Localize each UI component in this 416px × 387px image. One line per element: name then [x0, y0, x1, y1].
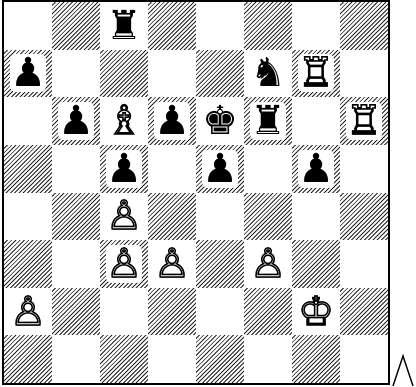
white-pawn-icon[interactable]: ♙ [154, 244, 190, 284]
square-f7[interactable]: ♞ [244, 50, 292, 98]
square-g2[interactable]: ♔ [292, 288, 340, 336]
square-e8[interactable] [196, 2, 244, 50]
square-g7[interactable]: ♖ [292, 50, 340, 98]
square-c4[interactable]: ♙ [100, 193, 148, 241]
square-b1[interactable] [52, 335, 100, 383]
black-pawn-icon[interactable]: ♟ [202, 149, 238, 189]
black-pawn-icon[interactable]: ♟ [10, 53, 46, 93]
square-c1[interactable] [100, 335, 148, 383]
square-h2[interactable] [340, 288, 388, 336]
square-f5[interactable] [244, 145, 292, 193]
square-e1[interactable] [196, 335, 244, 383]
square-a6[interactable] [4, 97, 52, 145]
square-f3[interactable]: ♙ [244, 240, 292, 288]
square-a7[interactable]: ♟ [4, 50, 52, 98]
square-g6[interactable] [292, 97, 340, 145]
square-a8[interactable] [4, 2, 52, 50]
square-d1[interactable] [148, 335, 196, 383]
square-e4[interactable] [196, 193, 244, 241]
square-f4[interactable] [244, 193, 292, 241]
black-knight-icon[interactable]: ♞ [250, 53, 286, 93]
white-bishop-icon[interactable]: ♗ [106, 101, 142, 141]
square-a3[interactable] [4, 240, 52, 288]
square-d6[interactable]: ♟ [148, 97, 196, 145]
white-king-icon[interactable]: ♔ [298, 292, 334, 332]
white-rook-icon[interactable]: ♖ [298, 53, 334, 93]
square-c8[interactable]: ♜ [100, 2, 148, 50]
corner-triangle-icon [392, 352, 414, 386]
white-pawn-icon[interactable]: ♙ [250, 244, 286, 284]
black-pawn-icon[interactable]: ♟ [106, 149, 142, 189]
square-h8[interactable] [340, 2, 388, 50]
square-f1[interactable] [244, 335, 292, 383]
square-c2[interactable] [100, 288, 148, 336]
square-d3[interactable]: ♙ [148, 240, 196, 288]
white-pawn-icon[interactable]: ♙ [10, 292, 46, 332]
chess-board: ♜ ♟ ♞ ♖ ♟ ♗ ♟ ♚ ♜ ♖ ♟ ♟ ♟ ♙ ♙ ♙ ♙ ♙ ♔ [2, 0, 390, 385]
black-pawn-icon[interactable]: ♟ [154, 101, 190, 141]
square-c5[interactable]: ♟ [100, 145, 148, 193]
square-c6[interactable]: ♗ [100, 97, 148, 145]
white-rook-icon[interactable]: ♖ [346, 101, 382, 141]
square-f8[interactable] [244, 2, 292, 50]
square-e6[interactable]: ♚ [196, 97, 244, 145]
square-g3[interactable] [292, 240, 340, 288]
square-a1[interactable] [4, 335, 52, 383]
square-d4[interactable] [148, 193, 196, 241]
square-h6[interactable]: ♖ [340, 97, 388, 145]
square-b5[interactable] [52, 145, 100, 193]
black-rook-icon[interactable]: ♜ [106, 6, 142, 46]
square-h7[interactable] [340, 50, 388, 98]
square-h5[interactable] [340, 145, 388, 193]
square-g1[interactable] [292, 335, 340, 383]
square-b6[interactable]: ♟ [52, 97, 100, 145]
square-b4[interactable] [52, 193, 100, 241]
square-a4[interactable] [4, 193, 52, 241]
square-d5[interactable] [148, 145, 196, 193]
square-e3[interactable] [196, 240, 244, 288]
black-king-icon[interactable]: ♚ [202, 101, 238, 141]
white-pawn-icon[interactable]: ♙ [106, 244, 142, 284]
square-g5[interactable]: ♟ [292, 145, 340, 193]
square-c7[interactable] [100, 50, 148, 98]
square-d2[interactable] [148, 288, 196, 336]
square-f2[interactable] [244, 288, 292, 336]
square-a2[interactable]: ♙ [4, 288, 52, 336]
white-pawn-icon[interactable]: ♙ [106, 196, 142, 236]
square-f6[interactable]: ♜ [244, 97, 292, 145]
square-d7[interactable] [148, 50, 196, 98]
square-b3[interactable] [52, 240, 100, 288]
square-g4[interactable] [292, 193, 340, 241]
square-c3[interactable]: ♙ [100, 240, 148, 288]
square-h4[interactable] [340, 193, 388, 241]
square-e2[interactable] [196, 288, 244, 336]
square-e7[interactable] [196, 50, 244, 98]
square-e5[interactable]: ♟ [196, 145, 244, 193]
square-h1[interactable] [340, 335, 388, 383]
black-pawn-icon[interactable]: ♟ [58, 101, 94, 141]
square-g8[interactable] [292, 2, 340, 50]
square-a5[interactable] [4, 145, 52, 193]
square-d8[interactable] [148, 2, 196, 50]
square-b7[interactable] [52, 50, 100, 98]
square-b2[interactable] [52, 288, 100, 336]
black-rook-icon[interactable]: ♜ [250, 101, 286, 141]
square-b8[interactable] [52, 2, 100, 50]
black-pawn-icon[interactable]: ♟ [298, 149, 334, 189]
square-h3[interactable] [340, 240, 388, 288]
